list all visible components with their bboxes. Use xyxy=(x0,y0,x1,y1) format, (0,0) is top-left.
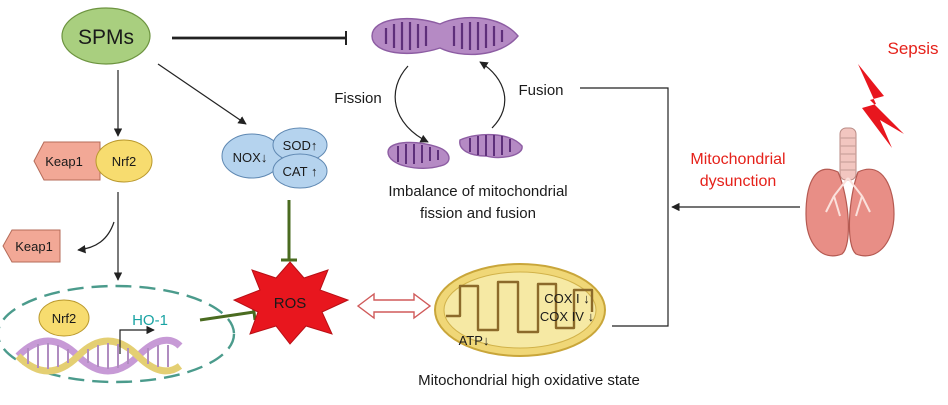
spms-inhibit-fission-arrow xyxy=(172,31,347,45)
fission-label: Fission xyxy=(334,90,382,107)
imbalance-caption-line2: fission and fusion xyxy=(420,205,536,222)
fragmented-mitochondrion-right xyxy=(459,133,523,159)
cox4-label: COX IV ↓ xyxy=(540,309,594,324)
nrf2-label: Nrf2 xyxy=(112,154,137,169)
keap1-released: Keap1 xyxy=(2,229,61,263)
keap1-shape xyxy=(33,141,101,181)
nrf2-shape xyxy=(95,139,153,183)
spms-node: SPMs xyxy=(61,7,151,65)
sod-label: SOD↑ xyxy=(283,138,318,153)
nox-label: NOX↓ xyxy=(233,150,268,165)
mitochondrial-dysfunction-bracket xyxy=(580,87,800,327)
keap1-release-arrow xyxy=(77,221,115,254)
antioxidant-enzymes: NOX↓ SOD↑ CAT ↑ xyxy=(221,127,328,189)
atp-label: ATP↓ xyxy=(459,333,490,348)
cat-label: CAT ↑ xyxy=(283,164,318,179)
fragmented-mitochondrion-left xyxy=(387,141,450,169)
nrf2-nucleus-shape xyxy=(38,299,90,337)
ros-label: ROS xyxy=(274,295,307,312)
dna-helix xyxy=(15,336,183,375)
ros-node: ROS xyxy=(232,261,350,345)
nrf2-nucleus-label: Nrf2 xyxy=(52,311,77,326)
keap1-released-label: Keap1 xyxy=(15,239,53,254)
oxidative-mitochondrion: COX I ↓ COX IV ↓ ATP↓ xyxy=(434,263,606,357)
oxidative-state-caption: Mitochondrial high oxidative state xyxy=(418,372,640,389)
mito-dysfunction-label-line1: Mitochondrial xyxy=(690,151,785,168)
keap1-nrf2-complex: Keap1 Nrf2 xyxy=(33,139,153,183)
lightning-bolt-icon xyxy=(858,64,904,148)
fusion-label: Fusion xyxy=(518,82,563,99)
lungs-icon xyxy=(805,127,895,257)
spms-label: SPMs xyxy=(78,26,134,49)
fission-arrow xyxy=(394,65,429,143)
ros-mitochondria-double-arrow xyxy=(356,292,432,320)
ho1-label: HO-1 xyxy=(132,312,168,329)
spms-to-enzymes-arrow xyxy=(157,63,247,125)
cox1-label: COX I ↓ xyxy=(544,291,590,306)
nucleus: Nrf2 HO-1 xyxy=(0,284,236,384)
enzymes-inhibit-ros-arrow xyxy=(281,200,297,262)
mito-dysfunction-label-line2: dysunction xyxy=(700,173,777,190)
fusion-arrow xyxy=(479,61,506,129)
imbalance-caption-line1: Imbalance of mitochondrial xyxy=(388,183,567,200)
keap1-label: Keap1 xyxy=(45,154,83,169)
sepsis-label: Sepsis xyxy=(887,39,938,58)
ho1-promoter-arrow xyxy=(119,325,155,354)
cat-shape xyxy=(272,153,328,189)
fused-mitochondrion xyxy=(371,16,519,56)
